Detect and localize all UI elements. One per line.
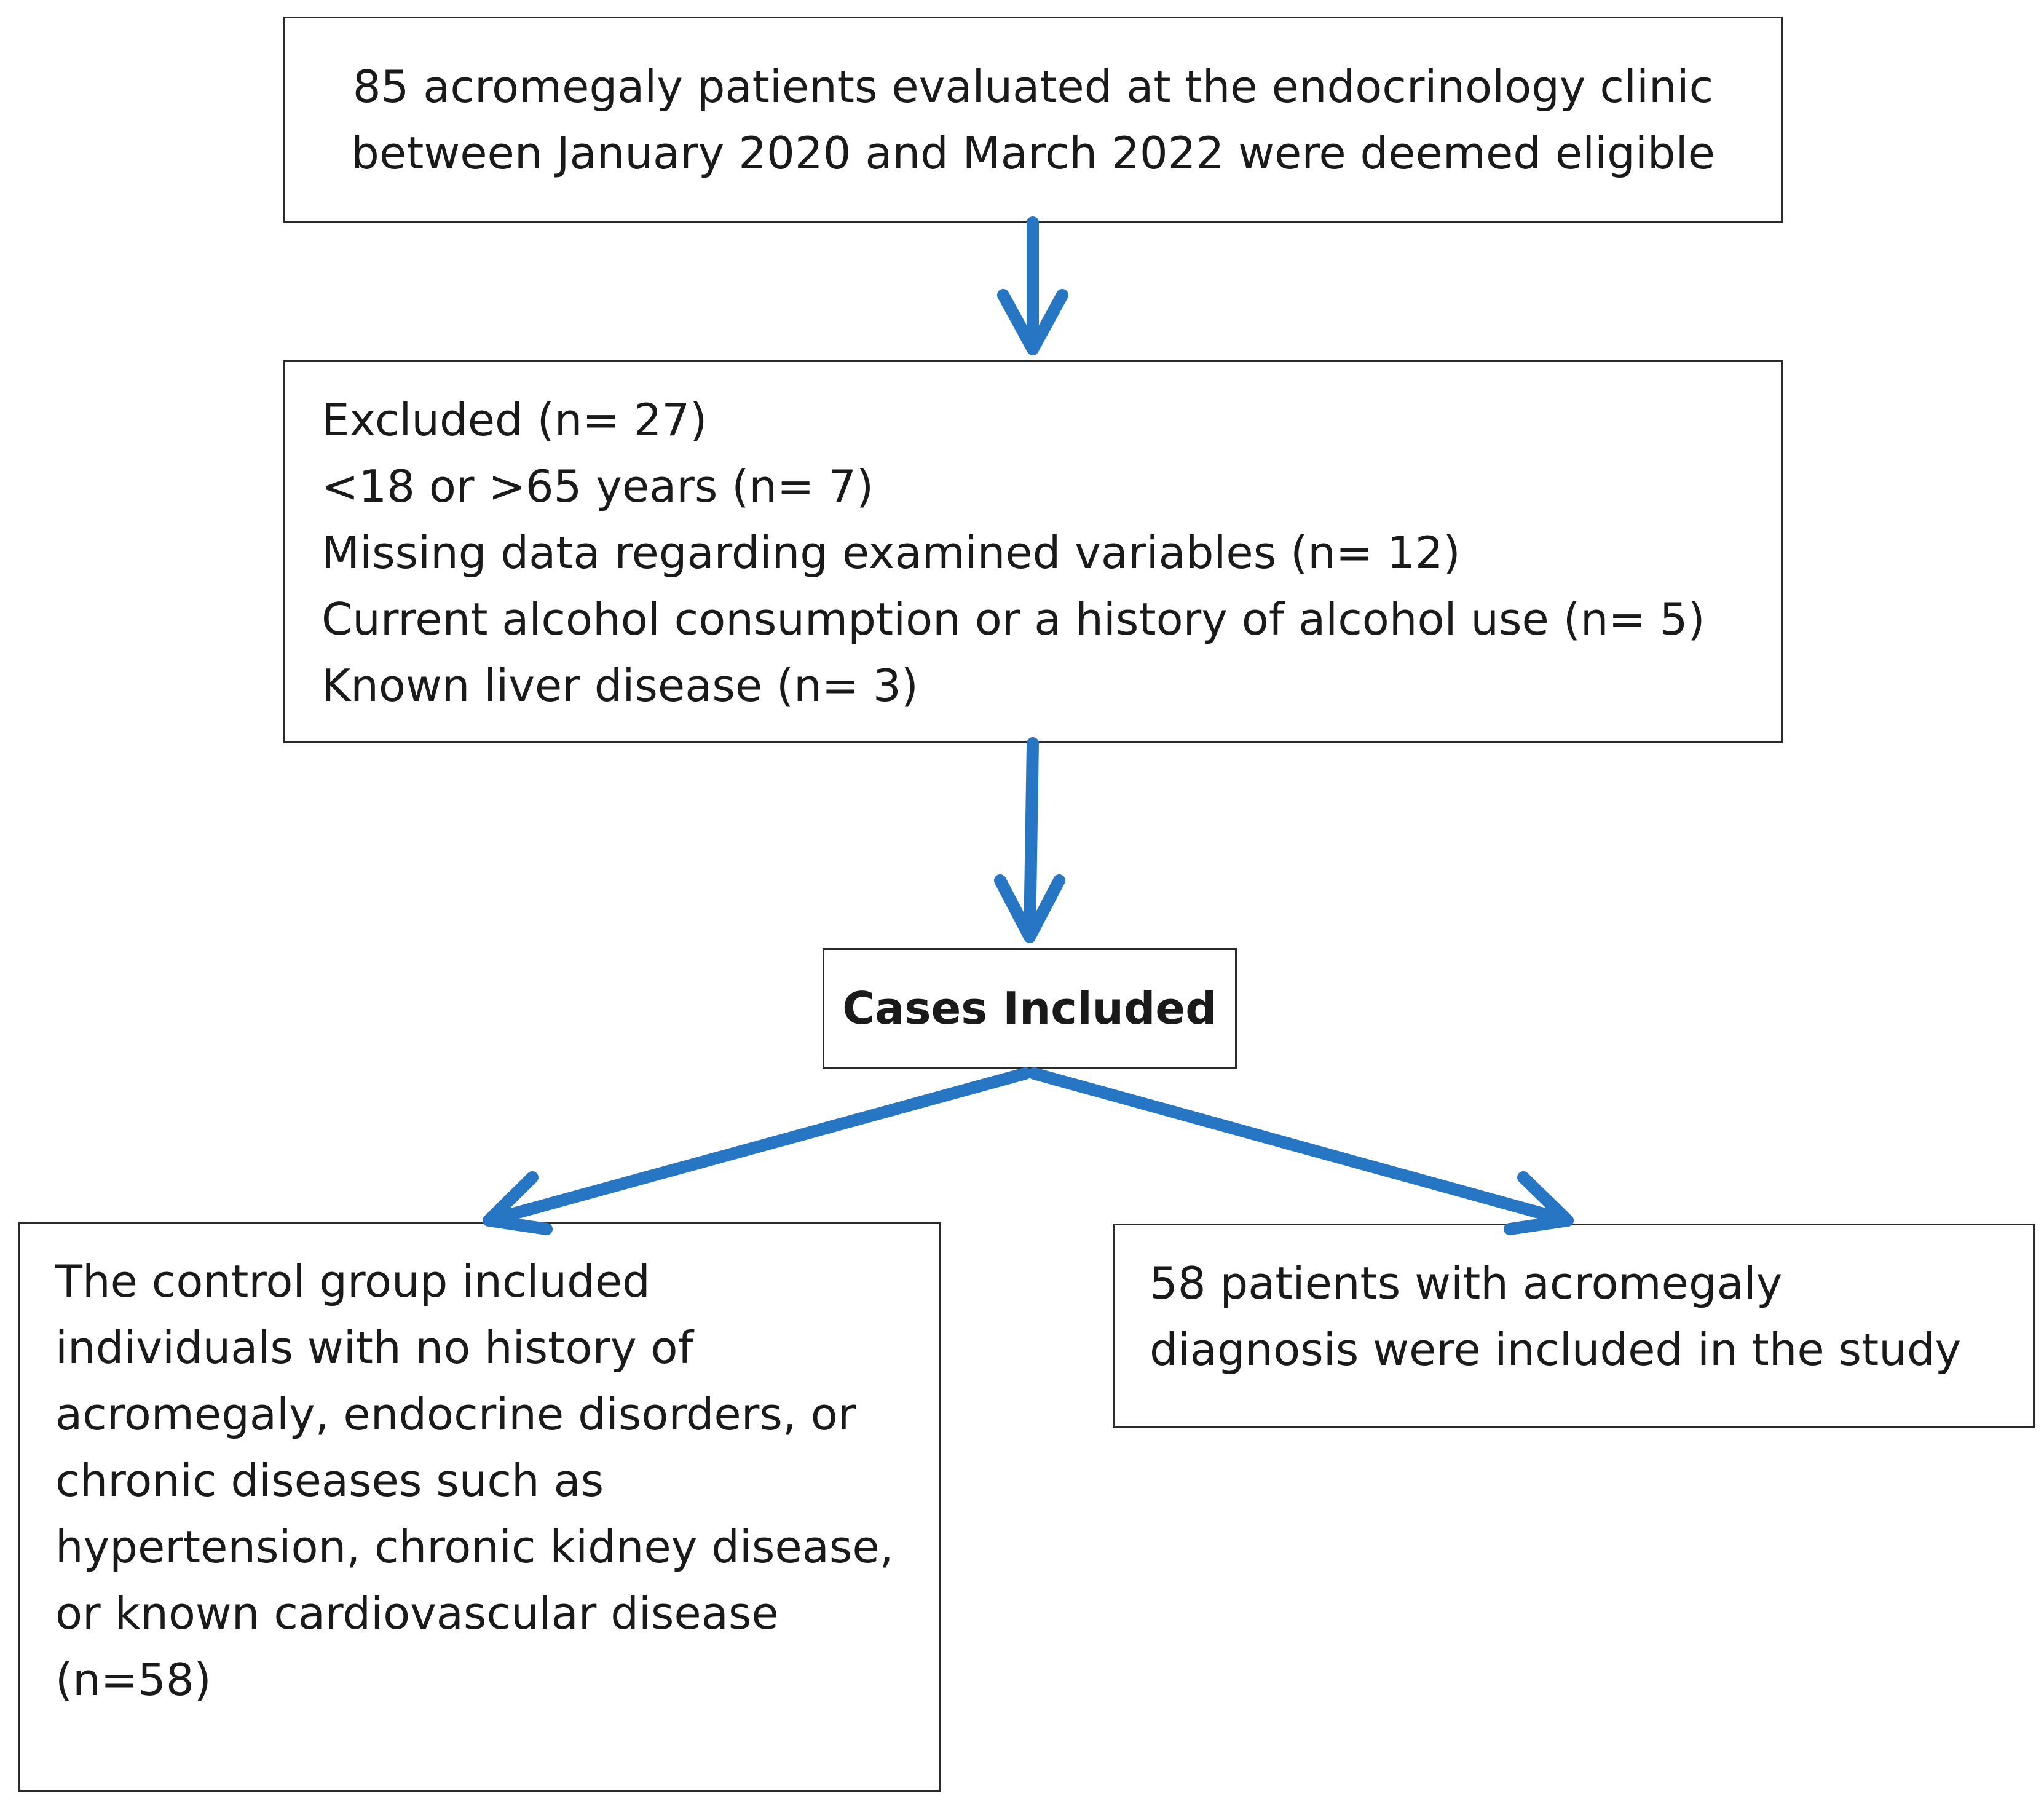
excluded-missing-data: Missing data regarding examined variable… [322, 527, 1461, 579]
study-line-1: 58 patients with acromegaly [1150, 1257, 1783, 1309]
control-line-7: (n=58) [55, 1654, 211, 1706]
control-line-4: chronic diseases such as [55, 1455, 604, 1506]
control-line-5: hypertension, chronic kidney disease, [55, 1521, 894, 1573]
eligible-line-2: between January 2020 and March 2022 were… [351, 127, 1715, 179]
arrow-excluded-to-cases [994, 737, 1065, 943]
control-line-2: individuals with no history of [55, 1322, 693, 1374]
control-line-1: The control group included [55, 1255, 650, 1307]
eligible-line-1: 85 acromegaly patients evaluated at the … [352, 60, 1714, 113]
control-group-box: The control group included individuals w… [18, 1222, 941, 1792]
excluded-total: Excluded (n= 27) [322, 394, 708, 446]
cases-included-box: Cases Included [823, 948, 1237, 1069]
arrow-cases-to-control [483, 1067, 1032, 1235]
arrow-cases-to-study [1028, 1067, 1574, 1235]
control-line-3: acromegaly, endocrine disorders, or [55, 1388, 856, 1440]
arrow-eligible-to-excluded [997, 216, 1068, 355]
acromegaly-study-box: 58 patients with acromegaly diagnosis we… [1113, 1224, 2035, 1428]
excluded-patients-box: Excluded (n= 27) <18 or >65 years (n= 7)… [283, 360, 1783, 743]
eligible-patients-box: 85 acromegaly patients evaluated at the … [283, 17, 1783, 223]
excluded-age: <18 or >65 years (n= 7) [322, 461, 874, 512]
excluded-alcohol: Current alcohol consumption or a history… [322, 593, 1705, 645]
cases-included-label: Cases Included [842, 983, 1217, 1034]
study-line-2: diagnosis were included in the study [1150, 1324, 1962, 1375]
excluded-liver-disease: Known liver disease (n= 3) [322, 660, 918, 711]
control-line-6: or known cardiovascular disease [55, 1588, 779, 1639]
